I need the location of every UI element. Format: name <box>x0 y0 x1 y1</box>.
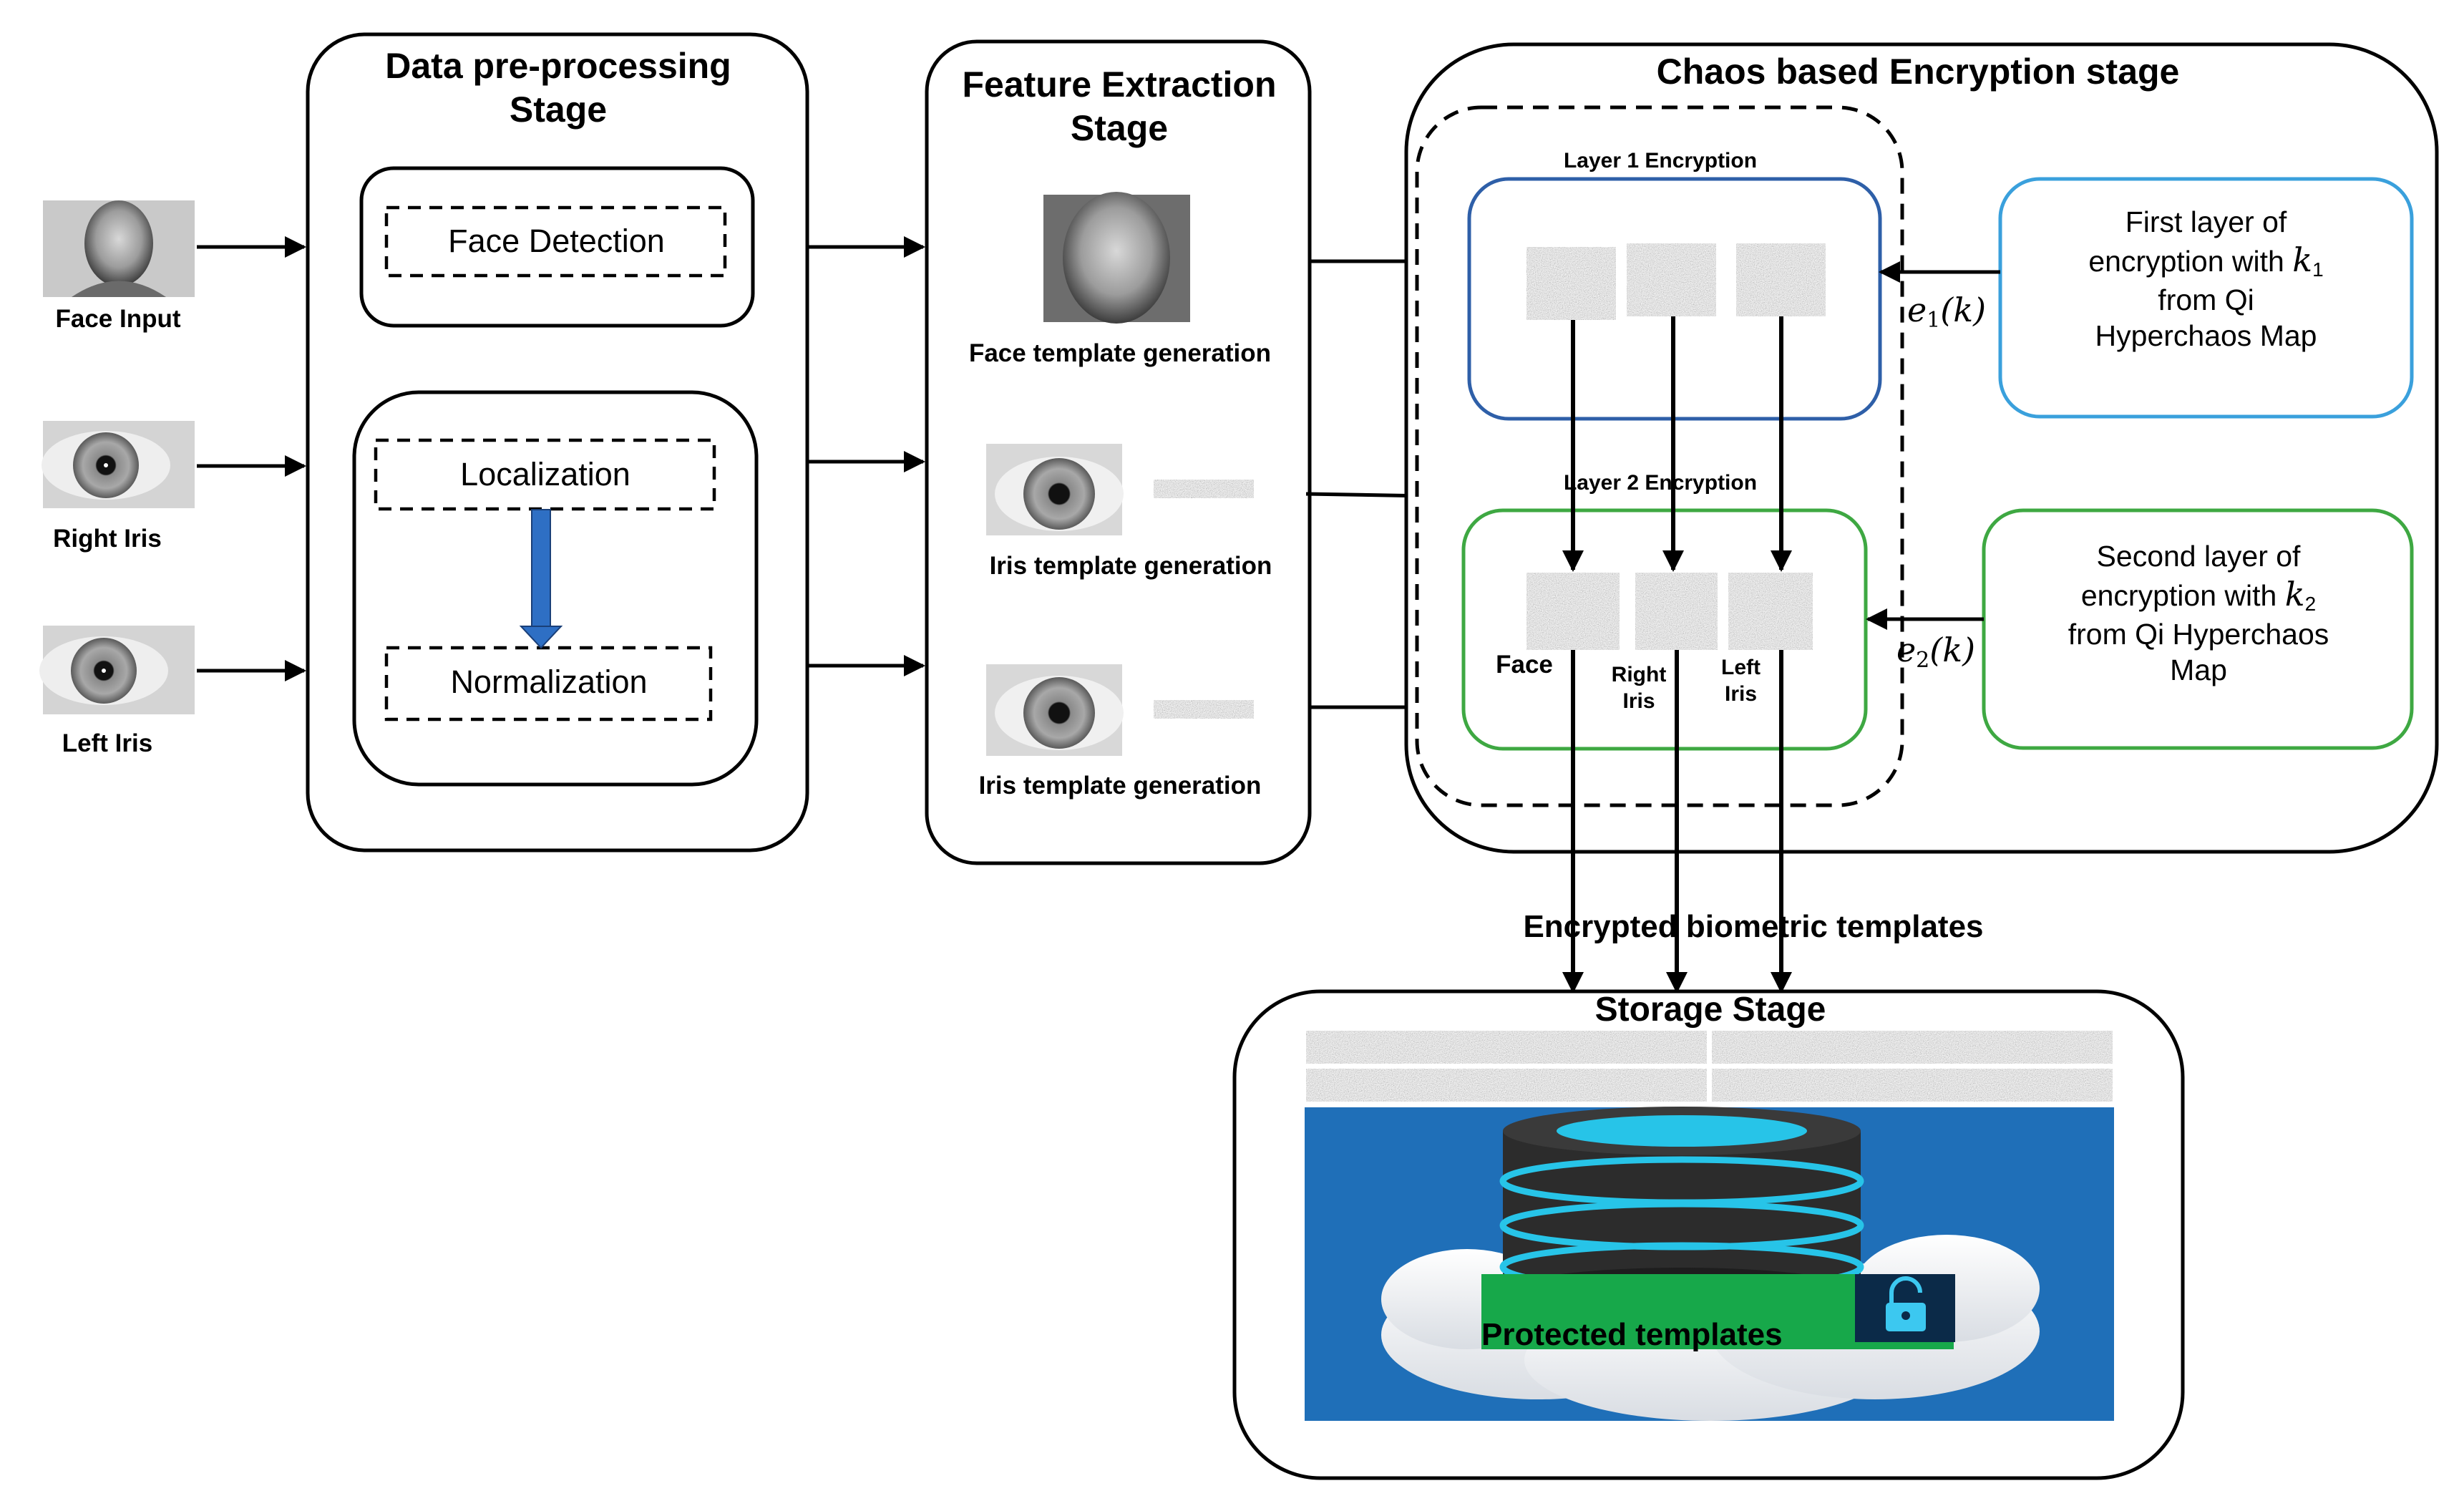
key1-line4: Hyperchaos Map <box>2095 319 2317 353</box>
layer2-left-iris-label: Left Iris <box>1700 655 1782 707</box>
preprocessing-title: Data pre-processing Stage <box>315 44 802 132</box>
layer1-left-noise <box>1736 243 1826 316</box>
key2-box <box>1982 508 2414 750</box>
encryption-dashed-group <box>1415 105 1904 807</box>
right-iris-code-strip <box>1154 480 1254 498</box>
feature-extraction-title-line1: Feature Extraction <box>962 64 1277 105</box>
e2-sub: 2 <box>1916 648 1930 673</box>
left-iris-out-line1: Left <box>1721 656 1761 679</box>
key2-line4: Map <box>2170 654 2227 687</box>
key2-description: Second layer of encryption with k2 from … <box>1988 538 2409 688</box>
right-iris-label: Right Iris <box>53 525 162 553</box>
key1-description: First layer of encryption with k1 from Q… <box>2004 204 2408 354</box>
key2-symbol: k <box>2284 575 2305 614</box>
layer1-right-noise <box>1627 243 1716 316</box>
lock-icon <box>1855 1274 1955 1342</box>
key2-line3: from Qi Hyperchaos <box>2068 618 2329 651</box>
face-input-image <box>43 200 195 297</box>
left-iris-code-strip <box>1154 700 1254 719</box>
e1-arg: (k) <box>1940 291 1987 329</box>
face-template-image <box>1043 192 1190 324</box>
key1-line3: from Qi <box>2158 283 2254 317</box>
layer1-label: Layer 1 Encryption <box>1563 149 1758 173</box>
encrypted-strips <box>1306 1031 2113 1102</box>
layer1-face-noise <box>1526 247 1616 320</box>
localization-box <box>374 438 716 511</box>
e2-arg: (k) <box>1929 631 1976 669</box>
key2-line2-text: encryption with <box>2080 579 2277 613</box>
key1-line2-text: encryption with <box>2088 245 2284 278</box>
layer2-right-iris-label: Right Iris <box>1592 662 1685 714</box>
preprocessing-title-line1: Data pre-processing <box>385 46 731 86</box>
face-input-label: Face Input <box>55 305 181 333</box>
face-detection-box <box>384 205 727 278</box>
e1-sub: 1 <box>1927 308 1941 333</box>
key1-symbol-sub: 1 <box>2312 258 2324 281</box>
right-iris-image <box>42 421 195 508</box>
iris-processing-container <box>352 390 759 787</box>
key2-symbol-sub: 2 <box>2304 593 2317 616</box>
key2-line1: Second layer of <box>2096 540 2301 573</box>
e1k-label: e1(k) <box>1893 290 2000 334</box>
key1-line1: First layer of <box>2125 205 2287 238</box>
encrypted-templates-label: Encrypted biometric templates <box>1523 909 1984 944</box>
feature-extraction-title: Feature Extraction Stage <box>930 63 1308 150</box>
right-iris-template-image <box>986 444 1124 535</box>
e2-base: e <box>1896 631 1917 669</box>
key1-box <box>1998 177 2414 419</box>
face-template-label: Face template generation <box>968 339 1272 367</box>
layer2-left-noise <box>1728 573 1813 650</box>
left-iris-template-image <box>986 664 1124 756</box>
feature-extraction-title-line2: Stage <box>1070 108 1169 148</box>
normalization-label: Normalization <box>450 664 648 700</box>
face-detection-label: Face Detection <box>448 223 665 259</box>
layer2-right-noise <box>1635 573 1718 650</box>
left-iris-template-label: Iris template generation <box>978 772 1262 800</box>
encryption-title: Chaos based Encryption stage <box>1656 52 2180 92</box>
key1-line2: encryption with k1 <box>2004 240 2408 282</box>
localization-label: Localization <box>460 456 630 492</box>
localization-to-normalization-arrow <box>519 509 563 649</box>
storage-title: Storage Stage <box>1594 991 1826 1029</box>
preprocessing-title-line2: Stage <box>509 89 608 130</box>
layer2-label: Layer 2 Encryption <box>1563 471 1758 495</box>
layer2-face-label: Face <box>1496 651 1553 679</box>
right-iris-out-line2: Iris <box>1622 689 1655 713</box>
left-iris-out-line2: Iris <box>1724 681 1758 706</box>
e1-base: e <box>1907 291 1927 329</box>
right-iris-template-label: Iris template generation <box>989 552 1272 580</box>
key2-line2: encryption with k2 <box>1988 574 2409 616</box>
right-iris-out-line1: Right <box>1611 663 1667 686</box>
left-iris-label: Left Iris <box>62 729 153 757</box>
e2k-label: e2(k) <box>1882 630 1990 674</box>
key1-symbol: k <box>2292 241 2313 280</box>
normalization-box <box>384 646 713 722</box>
left-iris-image <box>39 626 195 714</box>
layer2-face-noise <box>1526 573 1620 650</box>
protected-templates-label: Protected templates <box>1481 1317 1783 1352</box>
